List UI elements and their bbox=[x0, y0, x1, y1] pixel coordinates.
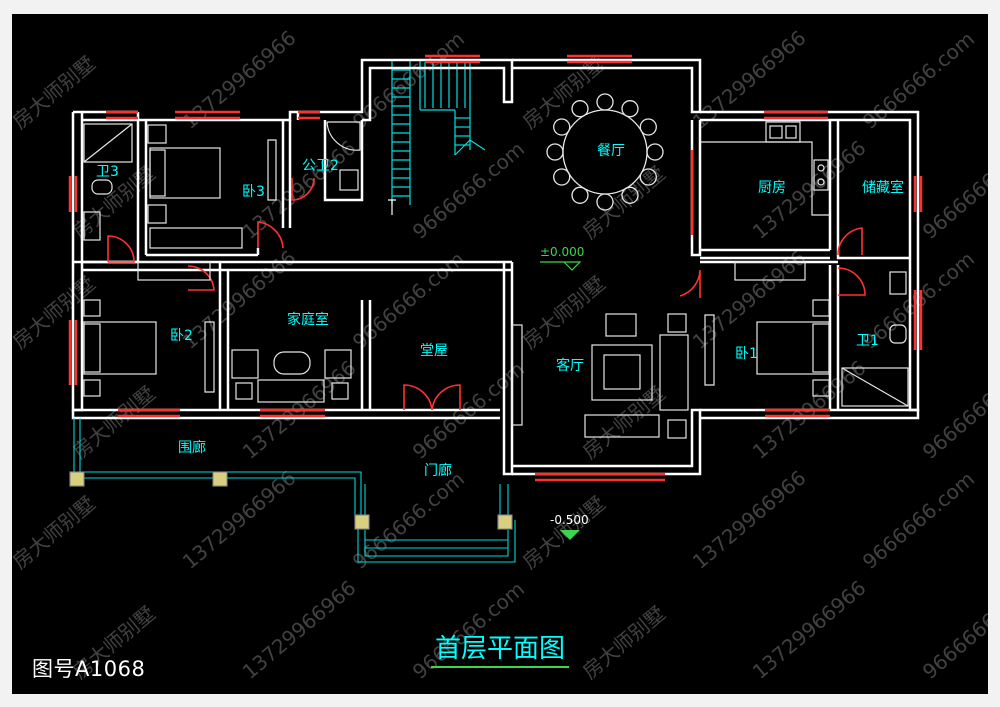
bathroom-fixtures bbox=[83, 121, 909, 407]
doors bbox=[107, 177, 866, 411]
living-furniture bbox=[231, 313, 689, 439]
walls bbox=[71, 58, 920, 476]
dining-table bbox=[546, 93, 664, 211]
watermark-text: 房大师别墅 bbox=[12, 491, 100, 574]
room-label-public-bath2: 公卫2 bbox=[302, 158, 339, 174]
watermark-text: 13729966966 bbox=[688, 465, 811, 573]
watermark-text: 房大师别墅 bbox=[518, 271, 610, 354]
plan-title-text: 首层平面图 bbox=[430, 628, 569, 668]
room-label-storage: 储藏室 bbox=[862, 179, 904, 196]
room-label-porch: 门廊 bbox=[424, 462, 452, 479]
watermark-text: 9666666.com bbox=[408, 137, 529, 244]
outside-level-label: -0.500 bbox=[550, 513, 589, 527]
room-label-dining: 餐厅 bbox=[597, 143, 625, 159]
room-label-living: 客厅 bbox=[556, 357, 584, 374]
watermark-text: 9666666.com bbox=[918, 357, 988, 464]
watermark-text: 9666666.com bbox=[348, 27, 469, 134]
watermark-text: 房大师别墅 bbox=[518, 51, 610, 134]
room-label-bed2: 卧2 bbox=[170, 328, 193, 344]
windows bbox=[68, 54, 923, 482]
plan-title: 首层平面图 bbox=[0, 628, 1000, 668]
floor-level-label: ±0.000 bbox=[540, 245, 584, 259]
watermark-text: 房大师别墅 bbox=[12, 51, 100, 134]
room-label-bath3: 卫3 bbox=[96, 164, 119, 180]
veranda-railing bbox=[69, 418, 516, 563]
watermark-text: 9666666.com bbox=[858, 467, 979, 574]
room-label-kitchen: 厨房 bbox=[758, 180, 786, 196]
watermark-text: 房大师别墅 bbox=[12, 271, 100, 354]
staircase bbox=[388, 60, 486, 215]
room-label-bed1: 卧1 bbox=[735, 346, 758, 362]
level-marker-floor: ±0.000 bbox=[540, 245, 584, 271]
level-marker-outside: -0.500 bbox=[550, 513, 589, 540]
kitchen-fixtures bbox=[700, 121, 830, 216]
room-label-family-room: 家庭室 bbox=[287, 311, 329, 328]
drawing-number: 图号A1068 bbox=[32, 657, 146, 681]
room-label-bed3: 卧3 bbox=[242, 184, 265, 200]
watermark-text: 13729966966 bbox=[178, 465, 301, 573]
room-labels: 餐厅 厨房 储藏室 卧3 卫3 公卫2 卧2 家庭室 堂屋 客厅 卧1 卫1 围… bbox=[96, 143, 904, 479]
room-label-veranda: 围廊 bbox=[178, 439, 206, 456]
bedroom-furniture bbox=[83, 124, 830, 397]
room-label-bath1: 卫1 bbox=[856, 333, 879, 349]
watermark-text: 9666666.com bbox=[918, 137, 988, 244]
room-label-hall: 堂屋 bbox=[420, 343, 448, 359]
